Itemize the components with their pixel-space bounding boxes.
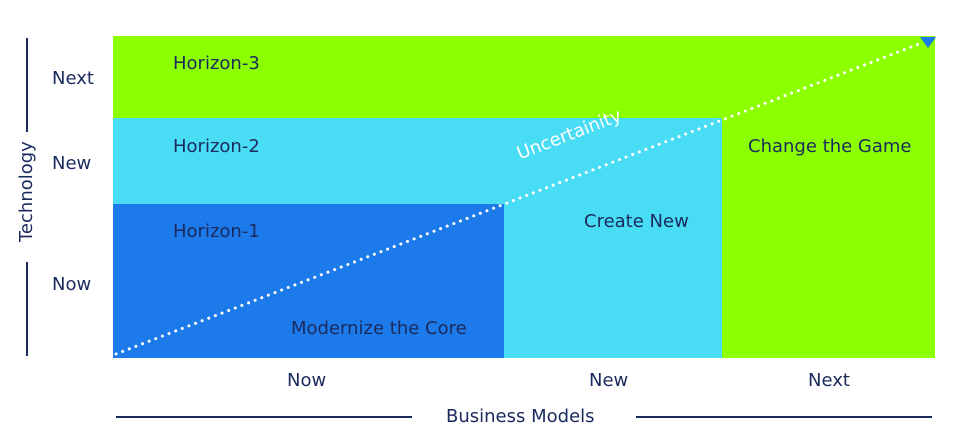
change-the-game-label: Change the Game: [748, 136, 912, 157]
x-axis-line-right: [636, 416, 932, 418]
x-axis-line-left: [116, 416, 412, 418]
y-tick-new: New: [52, 153, 92, 174]
x-tick-next: Next: [808, 370, 850, 391]
modernize-core-label: Modernize the Core: [291, 318, 467, 339]
x-tick-now: Now: [287, 370, 327, 391]
x-axis-title: Business Models: [446, 406, 595, 427]
x-tick-new: New: [589, 370, 629, 391]
y-tick-now: Now: [52, 274, 92, 295]
y-axis-line-bottom: [26, 262, 28, 356]
y-axis-title: Technology: [16, 141, 37, 242]
y-tick-next: Next: [52, 68, 94, 89]
arrow-head-icon: [920, 37, 936, 48]
uncertainty-dotted-line: [114, 40, 926, 356]
y-axis-line-top: [26, 38, 28, 132]
horizon-2-label: Horizon-2: [173, 136, 260, 157]
horizon-3-label: Horizon-3: [173, 53, 260, 74]
horizon-1-label: Horizon-1: [173, 221, 260, 242]
create-new-label: Create New: [584, 211, 689, 232]
